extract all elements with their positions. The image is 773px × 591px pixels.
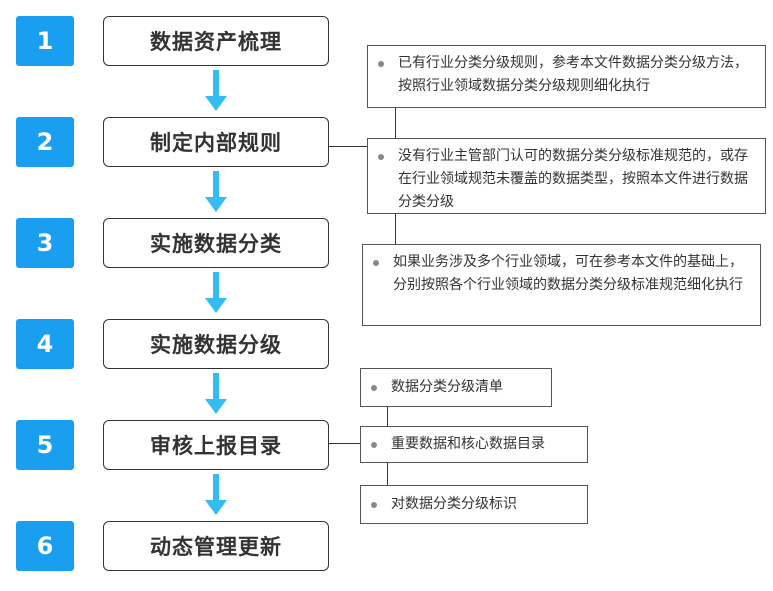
step-box-2: 制定内部规则 — [103, 117, 329, 167]
connector-line — [395, 214, 396, 244]
report-note-2: 重要数据和核心数据目录 — [360, 426, 588, 463]
step-number-5: 5 — [16, 420, 74, 470]
down-arrow-icon — [205, 70, 227, 111]
step-box-1: 数据资产梳理 — [103, 16, 329, 66]
down-arrow-icon — [205, 272, 227, 313]
rule-note-text: 如果业务涉及多个行业领域，可在参考本文件的基础上，分别按照各个行业领域的数据分类… — [393, 254, 743, 293]
step-box-4: 实施数据分级 — [103, 319, 329, 369]
rule-note-2: 没有行业主管部门认可的数据分类分级标准规范的，或存在行业领域规范未覆盖的数据类型… — [367, 138, 766, 214]
bullet-icon — [371, 441, 377, 448]
connector-line — [387, 407, 388, 427]
rule-note-text: 已有行业分类分级规则，参考本文件数据分类分级方法，按照行业领域数据分类分级规则细… — [398, 55, 748, 94]
report-note-1: 数据分类分级清单 — [360, 368, 552, 407]
connector-line — [395, 108, 396, 138]
step-number-4: 4 — [16, 319, 74, 369]
report-note-3: 对数据分类分级标识 — [360, 485, 588, 524]
bullet-icon — [373, 260, 379, 266]
rule-note-text: 没有行业主管部门认可的数据分类分级标准规范的，或存在行业领域规范未覆盖的数据类型… — [398, 148, 748, 210]
rule-note-1: 已有行业分类分级规则，参考本文件数据分类分级方法，按照行业领域数据分类分级规则细… — [367, 45, 766, 108]
step-box-6: 动态管理更新 — [103, 521, 329, 571]
connector-line — [329, 443, 362, 444]
down-arrow-icon — [205, 474, 227, 515]
report-note-text: 重要数据和核心数据目录 — [391, 436, 545, 452]
report-note-text: 数据分类分级清单 — [391, 379, 503, 395]
step-number-6: 6 — [16, 521, 74, 571]
connector-line — [387, 463, 388, 485]
bullet-icon — [378, 61, 384, 67]
bullet-icon — [371, 384, 377, 391]
step-number-1: 1 — [16, 16, 74, 66]
bullet-icon — [378, 154, 384, 160]
connector-line — [329, 146, 367, 147]
down-arrow-icon — [205, 171, 227, 212]
report-note-text: 对数据分类分级标识 — [391, 496, 517, 512]
step-number-3: 3 — [16, 218, 74, 268]
step-box-3: 实施数据分类 — [103, 218, 329, 268]
down-arrow-icon — [205, 373, 227, 414]
bullet-icon — [371, 501, 377, 508]
step-number-2: 2 — [16, 117, 74, 167]
step-box-5: 审核上报目录 — [103, 420, 329, 470]
rule-note-3: 如果业务涉及多个行业领域，可在参考本文件的基础上，分别按照各个行业领域的数据分类… — [362, 244, 761, 326]
